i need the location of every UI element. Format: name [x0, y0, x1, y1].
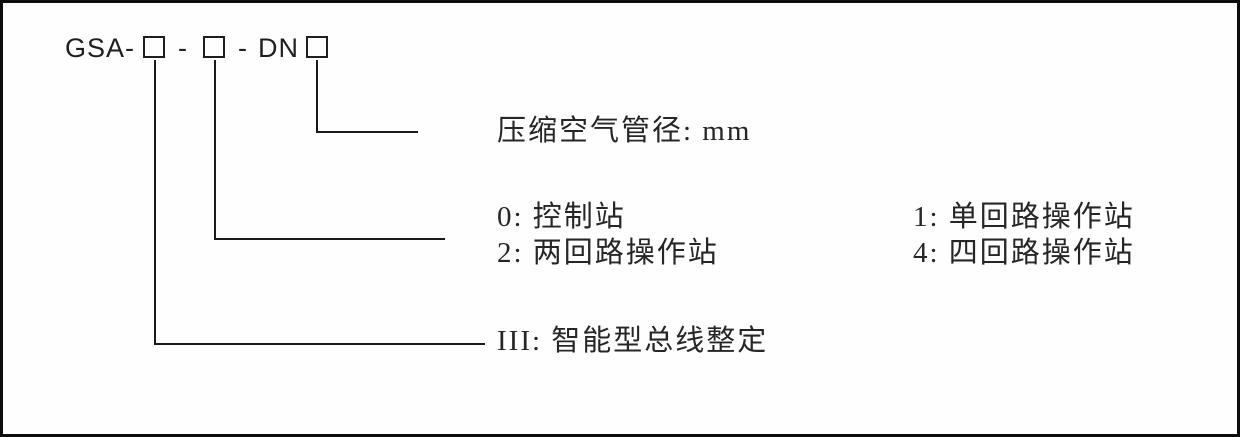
callout-station-2: 2: 两回路操作站	[497, 237, 719, 269]
leader-line-bus-horizontal	[154, 343, 485, 345]
model-code-box-2	[203, 36, 225, 58]
model-code-dash-2: -	[238, 33, 248, 63]
leader-line-dn-vertical	[316, 60, 318, 133]
leader-line-station-vertical	[214, 60, 216, 240]
model-code-dn-label: DN	[258, 33, 299, 63]
callout-pipe-diameter: 压缩空气管径: mm	[497, 115, 752, 147]
model-code-prefix: GSA-	[65, 33, 136, 63]
model-code-box-3	[306, 36, 328, 58]
callout-station-1: 1: 单回路操作站	[913, 201, 1135, 233]
model-code-dash-1: -	[178, 33, 188, 63]
leader-line-bus-vertical	[154, 60, 156, 345]
callout-bus-type: III: 智能型总线整定	[497, 325, 769, 357]
leader-line-dn-horizontal	[316, 131, 418, 133]
leader-line-station-horizontal	[214, 238, 445, 240]
callout-station-0: 0: 控制站	[497, 201, 626, 233]
callout-station-4: 4: 四回路操作站	[913, 237, 1135, 269]
model-code-box-1	[143, 36, 165, 58]
